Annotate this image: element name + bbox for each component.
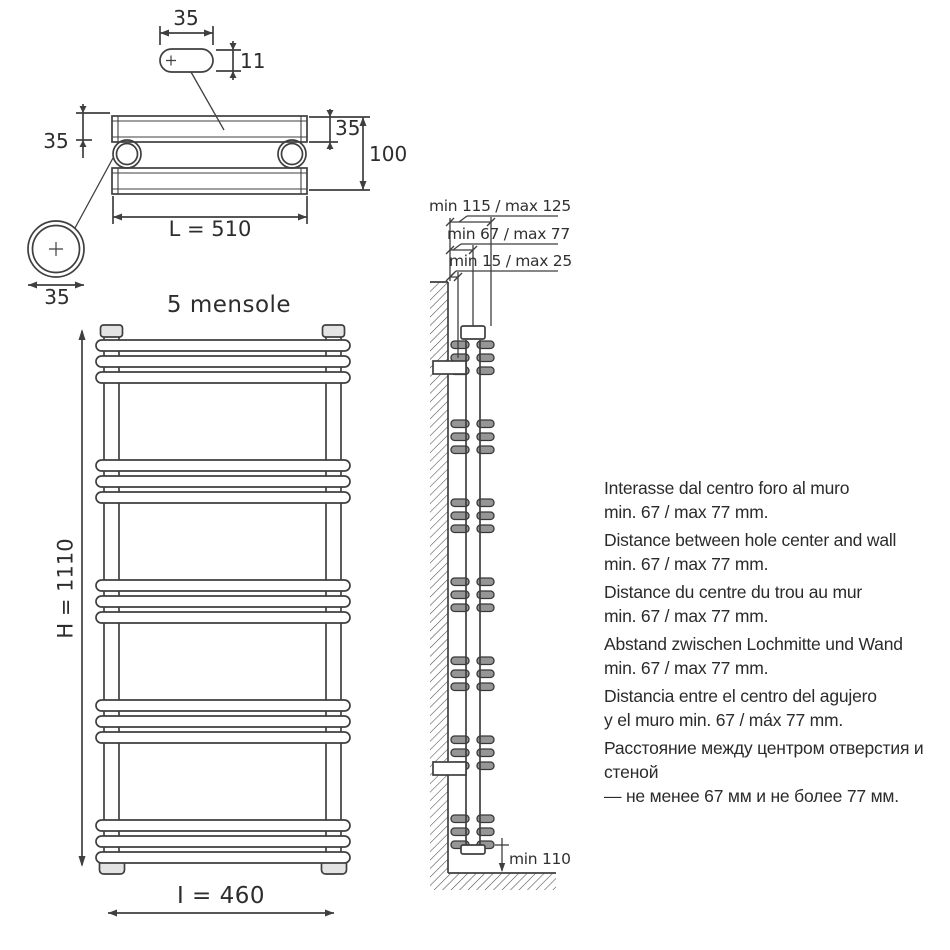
wall-gap-dim: min 15 / max 25 (449, 252, 572, 270)
left-tube (103, 329, 120, 861)
note-german: Abstand zwischen Lochmitte und Wand min.… (604, 634, 903, 678)
length-dim: L = 510 (168, 217, 252, 241)
floor-clearance-dim: min 110 (509, 850, 571, 868)
shelf-section-detail (27, 26, 370, 289)
tube-section-right (277, 139, 307, 169)
note-russian: Расстояние между центром отверстия и сте… (604, 738, 924, 806)
wall-bracket-top (432, 360, 467, 375)
note-french: Distance du centre du trou au mur min. 6… (604, 582, 862, 626)
front-view (78, 324, 351, 917)
note-english: Distance between hole center and wall mi… (604, 530, 897, 574)
tube-section-left (112, 139, 142, 169)
side-rungs (450, 340, 495, 850)
wall-hatch (430, 282, 448, 873)
note-spanish: Distancia entre el centro del agujero y … (604, 686, 877, 730)
tube-diameter-dim: 35 (44, 285, 70, 309)
note-italian: Interasse dal centro foro al muro min. 6… (604, 478, 850, 522)
hole-center-dim: min 67 / max 77 (447, 225, 570, 243)
side-tube-bottom (460, 844, 486, 855)
side-view (430, 215, 558, 890)
left-cap (99, 324, 124, 338)
bar-thickness-dim: 35 (335, 116, 361, 140)
width-dim: I = 460 (176, 883, 266, 909)
floor-hatch (430, 873, 556, 890)
overall-depth-dim: min 115 / max 125 (429, 197, 571, 215)
wall-bracket-bottom (432, 761, 467, 776)
right-cap (321, 324, 346, 338)
slot-width-dim: 35 (173, 6, 199, 30)
height-dim: H = 1110 (53, 538, 78, 639)
side-tube-cap (460, 325, 486, 340)
assembly-depth-dim: 100 (369, 142, 408, 166)
shelf-bottom-bar (111, 167, 308, 195)
shelf-top-bar (111, 115, 308, 143)
installation-notes: Interasse dal centro foro al muro min. 6… (604, 476, 939, 812)
wall-offset-dim: 35 (43, 129, 69, 153)
towel-bars (95, 339, 351, 864)
tube-diameter-detail (27, 220, 85, 278)
right-tube (325, 329, 342, 861)
front-view-title: 5 mensole (166, 292, 292, 318)
slot-height-dim: 11 (240, 49, 266, 73)
fixing-slot (159, 48, 214, 73)
